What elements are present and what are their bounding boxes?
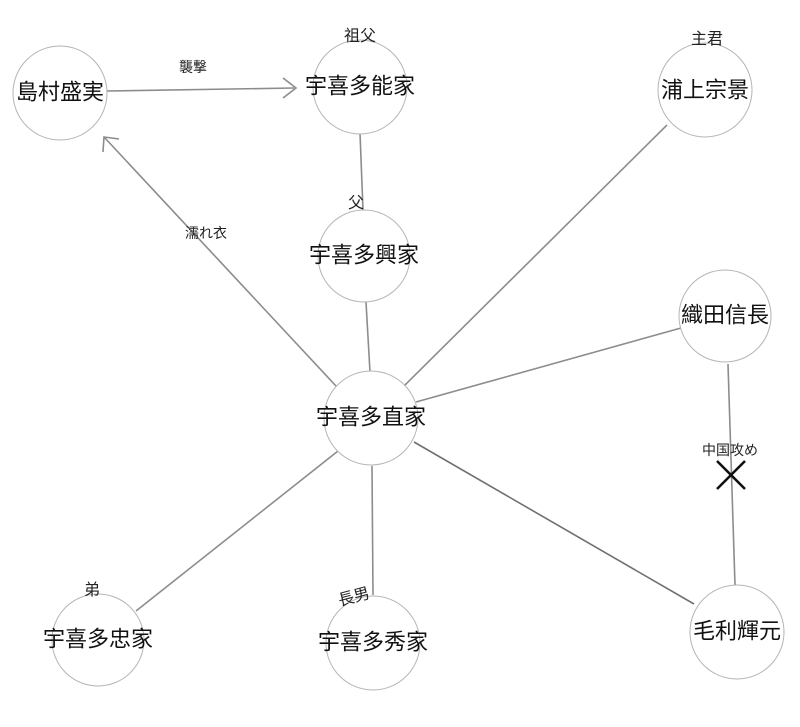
edge-naoie-moritsune (103, 136, 337, 387)
conflict-cross-icon (716, 460, 746, 490)
node-circle (325, 595, 421, 691)
edges (102, 77, 736, 612)
node-label: 宇喜多能家 (305, 75, 415, 100)
edge-moritsune-yoshiie (105, 87, 295, 92)
edge-naoie-terumoto (413, 441, 695, 605)
edge-yoshiie-okiie (359, 132, 364, 211)
arrowhead-moritsune (102, 136, 120, 153)
edge-label-attack: 襲撃 (179, 59, 207, 76)
node-naoie[interactable]: 宇喜多直家 (316, 370, 426, 466)
node-circle (657, 42, 753, 138)
node-label: 宇喜多忠家 (43, 628, 153, 653)
edge-naoie-tadaie (135, 450, 339, 612)
node-circle (12, 45, 108, 141)
node-moritsune[interactable]: 島村盛実 (12, 45, 108, 141)
node-circle (689, 584, 785, 680)
node-role: 主君 (691, 29, 723, 48)
node-role: 弟 (84, 580, 100, 599)
node-label: 浦上宗景 (661, 79, 749, 104)
node-circle (678, 269, 772, 363)
node-role: 祖父 (344, 26, 376, 45)
node-hideie[interactable]: 宇喜多秀家 長男 (318, 583, 428, 691)
node-label: 宇喜多興家 (309, 244, 419, 269)
node-yoshiie[interactable]: 宇喜多能家 祖父 (305, 26, 415, 135)
node-tadaie[interactable]: 宇喜多忠家 弟 (43, 580, 153, 687)
node-label: 織田信長 (681, 304, 769, 329)
edge-label-false-charge: 濡れ衣 (185, 226, 227, 242)
node-circle (51, 593, 145, 687)
node-circle (317, 209, 411, 303)
node-circle (312, 39, 408, 135)
node-circle (323, 370, 419, 466)
edge-naoie-nobunaga (415, 327, 682, 403)
edge-naoie-hideie (371, 465, 374, 596)
edge-naoie-muneyoshi (404, 124, 668, 386)
edge-okiie-naoie (365, 301, 371, 373)
node-label: 島村盛実 (16, 81, 104, 106)
node-label: 宇喜多秀家 (318, 631, 428, 656)
arrowhead-yoshiie (282, 77, 298, 99)
node-label: 宇喜多直家 (316, 406, 426, 431)
node-label: 毛利輝元 (693, 620, 781, 645)
node-terumoto[interactable]: 毛利輝元 (689, 584, 785, 680)
node-nobunaga[interactable]: 織田信長 (678, 269, 772, 363)
node-okiie[interactable]: 宇喜多興家 父 (309, 193, 419, 303)
node-muneyoshi[interactable]: 浦上宗景 主君 (657, 29, 753, 138)
node-role: 父 (348, 193, 364, 212)
edge-label-chugoku: 中国攻め (702, 443, 758, 459)
